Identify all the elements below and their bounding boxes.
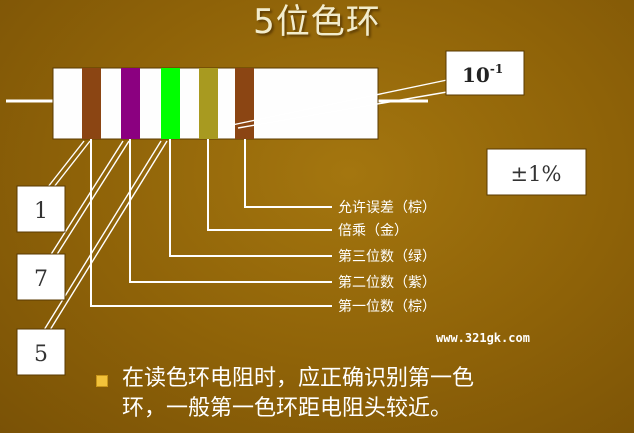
bullet-text: 在读色环电阻时，应正确识别第一色 环，一般第一色环距电阻头较近。 [122,364,592,424]
color-band-4 [199,68,218,139]
label-first-digit: 第一位数（棕） [338,298,436,315]
bullet-square-icon [96,375,108,387]
tolerance-box [486,148,587,196]
leader-line-multiplier [207,139,332,231]
digit-box-2 [16,253,66,301]
leader-line-tolerance [244,139,332,208]
color-band-3 [161,68,180,139]
multiplier-base: 10 [462,63,490,87]
watermark-text: www.321gk.com [436,331,530,345]
color-band-2 [121,68,140,139]
tolerance-text: ±1% [511,162,562,186]
digit-1-text: 1 [34,199,48,224]
digit-box-1 [16,185,66,233]
bullet-line-1: 在读色环电阻时，应正确识别第一色 [122,366,475,391]
digit-2-text: 7 [34,267,48,292]
pointer-lines [43,79,448,331]
multiplier-exponent: -1 [490,62,503,76]
slide-title: 5位色环 [253,2,381,42]
leader-line-second-digit [129,139,332,283]
digit-3-text: 5 [34,342,48,367]
multiplier-text: 10-1 [462,62,503,87]
color-band-1 [82,68,101,139]
leader-line-first-digit [90,139,332,307]
label-second-digit: 第二位数（紫） [338,274,436,291]
label-multiplier: 倍乘（金） [338,223,408,239]
label-tolerance: 允许误差（棕） [338,200,436,216]
label-third-digit: 第三位数（绿） [338,248,436,265]
multiplier-box [445,50,525,96]
bullet-line-2: 环，一般第一色环距电阻头较近。 [122,396,453,421]
color-band-5 [235,68,254,139]
leader-line-third-digit [169,139,332,257]
digit-box-3 [16,328,66,376]
